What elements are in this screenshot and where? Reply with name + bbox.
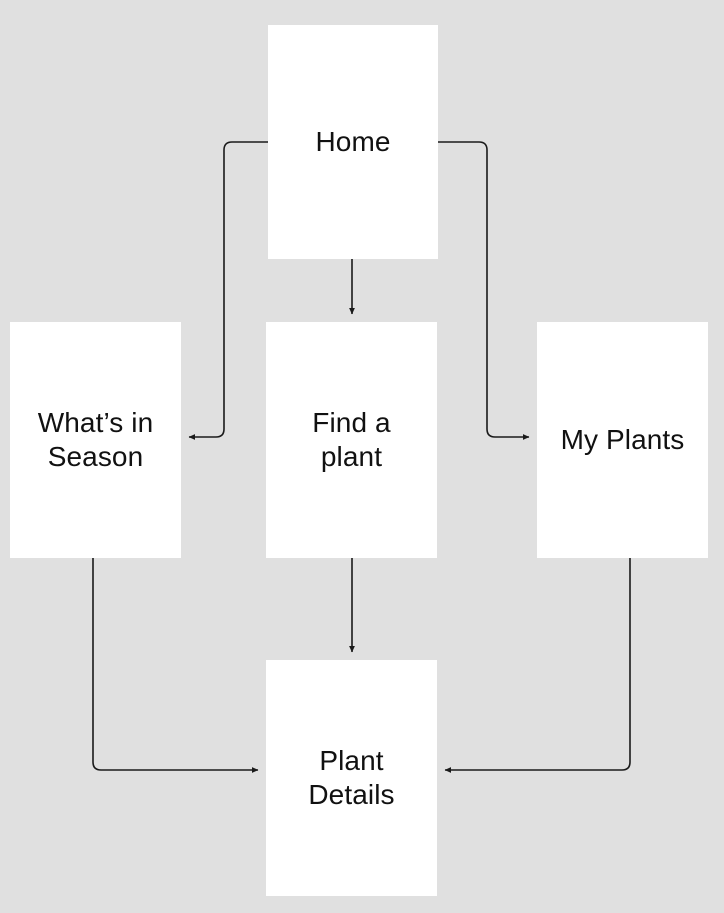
node-whats-in-season-label: What’s in Season	[37, 406, 154, 472]
node-plant-details[interactable]: Plant Details	[266, 660, 437, 896]
node-whats-in-season[interactable]: What’s in Season	[10, 322, 181, 558]
edge-home-to-my-plants	[438, 141, 530, 440]
node-my-plants-label: My Plants	[560, 423, 685, 455]
node-plant-details-label: Plant Details	[308, 744, 395, 810]
edge-home-to-whats-in-season	[188, 141, 268, 440]
node-my-plants[interactable]: My Plants	[537, 322, 708, 558]
node-find-a-plant[interactable]: Find a plant	[266, 322, 437, 558]
edge-my-plants-to-plant-details	[444, 558, 631, 773]
node-home-label: Home	[315, 125, 391, 157]
node-home[interactable]: Home	[268, 25, 438, 259]
node-find-a-plant-label: Find a plant	[312, 406, 391, 472]
edge-whats-in-season-to-plant-details	[92, 558, 259, 773]
